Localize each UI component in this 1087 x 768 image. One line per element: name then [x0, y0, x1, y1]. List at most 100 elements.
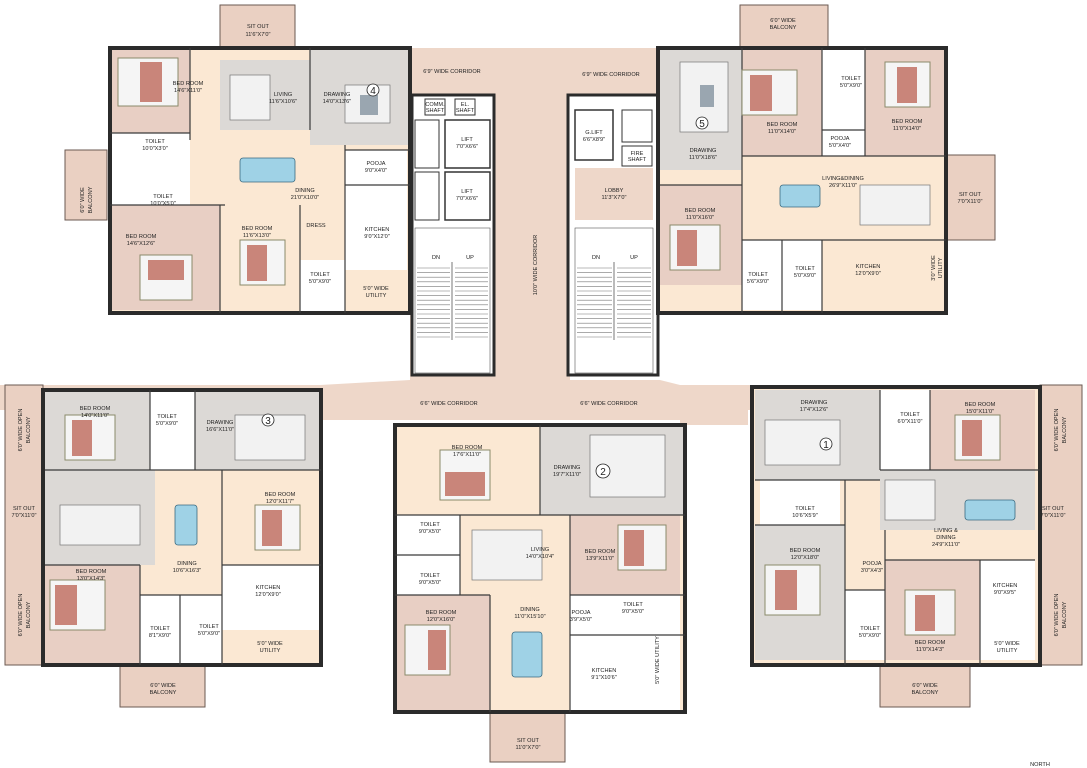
- u1-drawing-dim: 17'4"X12'6": [800, 407, 829, 413]
- u5-bed1-dim: 11'0"X14'0": [768, 129, 796, 135]
- u4-bed1-dim: 14'6"X11'0": [174, 88, 202, 94]
- u5-living-label: LIVING&DINING: [822, 176, 864, 182]
- u5-balcony-label2: BALCONY: [770, 25, 797, 31]
- stair-dn-left: DN: [432, 255, 440, 261]
- u4-side-balcony-label1: 6'0" WIDE: [80, 187, 86, 213]
- u1-toilet3-label: TOILET: [860, 626, 880, 632]
- u2-drawing-dim: 19'7"X11'0": [553, 472, 581, 478]
- lift2-dim: 7'0"X6'6": [456, 196, 478, 202]
- u4-toilet1-dim: 10'0"X3'0": [142, 146, 167, 152]
- u4-pooja-label: POOJA: [367, 161, 386, 167]
- u5-kitchen-dim: 12'0"X9'0": [855, 271, 880, 277]
- stair-core-right: [566, 93, 660, 377]
- u5-kitchen-label: KITCHEN: [856, 264, 881, 270]
- u1-utility-label2: UTILITY: [997, 648, 1018, 654]
- u2-dining-dim: 11'0"X15'10": [514, 614, 545, 620]
- u1-living-label2: DINING: [936, 535, 956, 541]
- u3-sitout-label: SIT OUT: [13, 506, 36, 512]
- u2-toilet2-label: TOILET: [420, 573, 440, 579]
- u5-sitout-dim: 7'0"X11'0": [958, 199, 983, 205]
- u1-balcony-label1: 6'0" WIDE: [912, 683, 938, 689]
- u5-bed3-dim: 11'0"X16'0": [686, 215, 714, 221]
- u4-bed2-label: BED ROOM: [126, 234, 157, 240]
- lift1-label: LIFT: [461, 137, 473, 143]
- lobby-label: LOBBY: [605, 188, 624, 194]
- u3-sitout-dim: 7'0"X11'0": [12, 513, 37, 519]
- unit-number-2: 2: [600, 467, 606, 478]
- comm-shaft-label2: SHAFT: [426, 108, 445, 114]
- u5-pooja-label: POOJA: [831, 136, 850, 142]
- corridor-mid-right-label: 6'6" WIDE CORRIDOR: [580, 401, 637, 407]
- glift-label: G.LIFT: [585, 130, 603, 136]
- u2-toilet2-dim: 9'0"X5'0": [419, 580, 441, 586]
- u2-pooja-label: POOJA: [572, 610, 591, 616]
- u2-bed1-label: BED ROOM: [452, 445, 483, 451]
- u4-kitchen-label: KITCHEN: [365, 227, 390, 233]
- u1-toilet1-label: TOILET: [900, 412, 920, 418]
- u3-bed3-label: BED ROOM: [76, 569, 107, 575]
- room-labels: SIT OUT 11'6"X7'0" BED ROOM 14'6"X11'0" …: [12, 18, 1068, 768]
- unit-numbers: 1 2 3 4 5: [261, 83, 833, 479]
- unit-number-circle-1: [819, 437, 833, 451]
- u4-dress-label: DRESS: [306, 223, 326, 229]
- stair-steps-right: [577, 267, 651, 338]
- unit-number-circle-4: [366, 83, 380, 97]
- u3-open-balcony-label2: BALCONY: [26, 416, 32, 443]
- fire-shaft-label1: FIRE: [631, 151, 644, 157]
- u1-balcony-label2: BALCONY: [912, 690, 939, 696]
- u2-bed3-label: BED ROOM: [426, 610, 457, 616]
- u3-balcony-label2: BALCONY: [150, 690, 177, 696]
- u2-utility-label: 5'0" WIDE UTILITY: [655, 636, 661, 684]
- u4-dining-label: DINING: [295, 188, 315, 194]
- corridor-top-right-label: 6'9" WIDE CORRIDOR: [582, 72, 639, 78]
- unit-number-circle-3: [261, 413, 275, 427]
- u2-bed2-dim: 13'9"X11'0": [586, 556, 614, 562]
- unit-1: [750, 384, 1083, 708]
- u2-sitout-label: SIT OUT: [517, 738, 540, 744]
- u4-side-balcony-label2: BALCONY: [88, 186, 94, 213]
- glift-dim: 6'6"X8'9": [583, 137, 605, 143]
- u1-kitchen-label: KITCHEN: [993, 583, 1018, 589]
- u4-bed3-label: BED ROOM: [242, 226, 273, 232]
- u1-sitout-label: SIT OUT: [1042, 506, 1065, 512]
- u5-pooja-dim: 5'0"X4'0": [829, 143, 851, 149]
- corridor-mid-left-label: 6'6" WIDE CORRIDOR: [420, 401, 477, 407]
- u2-pooja-dim: 3'9"X5'0": [570, 617, 592, 623]
- u4-living-dim: 11'6"X10'6": [269, 99, 297, 105]
- u4-bed3-dim: 11'6"X13'0": [243, 233, 271, 239]
- u2-drawing-label: DRAWING: [554, 465, 581, 471]
- u1-toilet2-label: TOILET: [795, 506, 815, 512]
- unit-2: [393, 423, 687, 763]
- u3-drawing-label: DRAWING: [207, 420, 234, 426]
- u1-bed2-dim: 12'0"X18'0": [791, 555, 820, 561]
- u3-open-balcony-label3: 6'0" WIDE OPEN: [18, 594, 24, 637]
- unit-number-5: 5: [699, 119, 705, 130]
- lift2-label: LIFT: [461, 189, 473, 195]
- u1-toilet3-dim: 5'0"X9'0": [859, 633, 881, 639]
- u2-kitchen-dim: 9'1"X10'6": [591, 675, 616, 681]
- u5-bed2-dim: 11'0"X14'0": [893, 126, 921, 132]
- u2-sitout-dim: 11'0"X7'0": [516, 745, 541, 751]
- u4-toilet1-label: TOILET: [145, 139, 165, 145]
- corridor-top-left-label: 6'9" WIDE CORRIDOR: [423, 69, 480, 75]
- unit-number-4: 4: [370, 86, 376, 97]
- u3-dining-label: DINING: [177, 561, 197, 567]
- u1-sitout-dim: 7'0"X11'0": [1041, 513, 1066, 519]
- unit-number-circle-5: [695, 116, 709, 130]
- u2-toilet3-dim: 9'0"X5'0": [622, 609, 644, 615]
- u2-dining-label: DINING: [520, 607, 540, 613]
- unit-number-circle-2: [595, 463, 611, 479]
- el-shaft-label2: SHAFT: [456, 108, 475, 114]
- u4-bed1-label: BED ROOM: [173, 81, 204, 87]
- u1-open-balcony-label1: 6'0" WIDE OPEN: [1054, 409, 1060, 452]
- u1-bed1-dim: 15'0"X11'0": [966, 409, 994, 415]
- u2-toilet1-label: TOILET: [420, 522, 440, 528]
- u1-bed1-label: BED ROOM: [965, 402, 996, 408]
- unit-3: [4, 384, 323, 708]
- u3-bed2-dim: 12'0"X11'7": [266, 499, 294, 505]
- u2-bed3-dim: 12'0"X16'0": [427, 617, 456, 623]
- u5-bed2-label: BED ROOM: [892, 119, 923, 125]
- core-corridor-area: [0, 48, 1020, 425]
- u3-drawing-dim: 16'6"X11'0": [206, 427, 234, 433]
- u5-utility-label1: 3'0" WIDE: [931, 255, 937, 281]
